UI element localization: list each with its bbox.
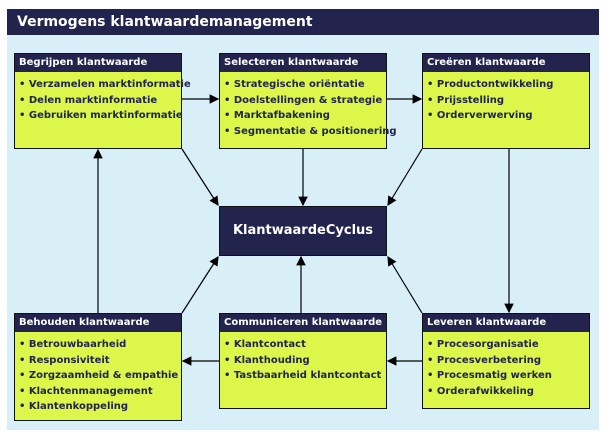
list-item: Orderafwikkeling: [427, 384, 589, 400]
list-item: Marktafbakening: [224, 108, 386, 124]
box-title: Communiceren klantwaarde: [220, 314, 386, 332]
list-item: Verzamelen marktinformatie: [19, 77, 191, 93]
list-item: Procesverbetering: [427, 353, 589, 369]
box-begrijpen: Begrijpen klantwaarde Verzamelen marktin…: [14, 53, 191, 149]
arrow-begrijpen-center: [181, 148, 219, 207]
box-title: Begrijpen klantwaarde: [15, 54, 181, 72]
arrow-leveren-center: [387, 255, 423, 314]
box-title: Selecteren klantwaarde: [220, 54, 386, 72]
list-item: Zorgzaamheid & empathie: [19, 368, 181, 384]
list-item: Procesmatig werken: [427, 368, 589, 384]
list-item: Strategische oriëntatie: [224, 77, 386, 93]
list-item: Betrouwbaarheid: [19, 337, 181, 353]
box-creeren: Creëren klantwaarde ProductontwikkelingP…: [422, 53, 590, 149]
box-leveren: Leveren klantwaarde ProcesorganisatiePro…: [422, 313, 590, 409]
box-communiceren: Communiceren klantwaarde KlantcontactKla…: [219, 313, 387, 409]
list-item: Gebruiken marktinformatie: [19, 108, 183, 124]
list-item: Klantenkoppeling: [19, 399, 181, 415]
list-item: Klanthouding: [224, 353, 386, 369]
list-item: Klantcontact: [224, 337, 386, 353]
diagram-title: Vermogens klantwaardemanagement: [7, 9, 599, 35]
box-selecteren: Selecteren klantwaarde Strategische orië…: [219, 53, 397, 149]
list-item: Segmentatie & positionering: [224, 124, 397, 140]
list-item: Delen marktinformatie: [19, 93, 181, 109]
list-item: Responsiviteit: [19, 353, 181, 369]
box-behouden: Behouden klantwaarde BetrouwbaarheidResp…: [14, 313, 182, 421]
list-item: Prijsstelling: [427, 93, 589, 109]
list-item: Tastbaarheid klantcontact: [224, 368, 386, 384]
arrow-behouden-center: [181, 255, 219, 314]
list-item: Productontwikkeling: [427, 77, 589, 93]
list-item: Klachtenmanagement: [19, 384, 181, 400]
list-item: Orderverwerving: [427, 108, 589, 124]
box-title: Behouden klantwaarde: [15, 314, 181, 332]
list-item: Procesorganisatie: [427, 337, 589, 353]
box-title: Leveren klantwaarde: [423, 314, 589, 332]
center-box-klantwaardecyclus: KlantwaardeCyclus: [219, 206, 387, 256]
list-item: Doelstellingen & strategie: [224, 93, 386, 109]
arrow-creeren-center: [387, 148, 423, 207]
box-title: Creëren klantwaarde: [423, 54, 589, 72]
